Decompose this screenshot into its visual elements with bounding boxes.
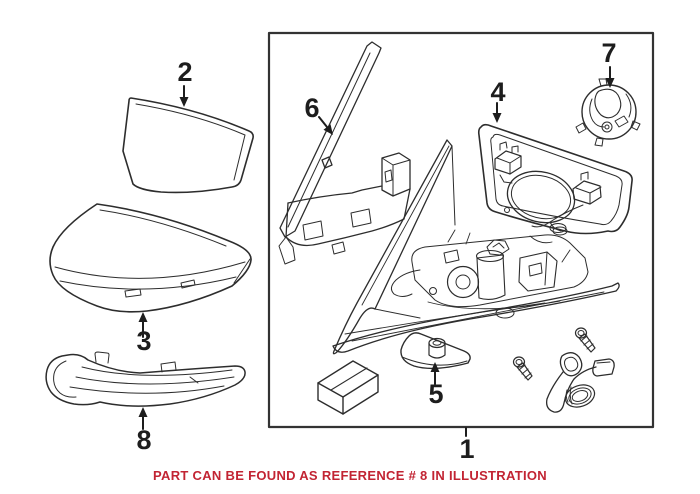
screw-icon [576,328,596,352]
callout-label-3: 3 [136,326,152,356]
reference-caption: PART CAN BE FOUND AS REFERENCE # 8 IN IL… [153,468,547,483]
callout-label-7: 7 [601,38,617,68]
callout-arrows [138,67,615,436]
callout-label-5: 5 [428,379,444,409]
callout-label-6: 6 [304,93,320,123]
screw-icon [514,357,533,380]
grommet-drawing [562,381,597,411]
callout-label-4: 4 [490,77,506,107]
illustration-frame-box [269,33,653,427]
mirror-housing-drawing [479,125,632,235]
base-assembly-drawing [333,140,619,354]
callout-label-8: 8 [136,425,152,455]
trim-strip-drawing [279,42,410,264]
parts-box-drawing [318,361,378,414]
turn-signal-drawing [46,352,245,406]
mirror-glass-drawing [123,98,253,192]
mirror-cap-drawing [50,204,251,312]
arrow-6 [319,117,327,127]
callout-label-1: 1 [459,434,475,464]
callout-label-2: 2 [177,57,193,87]
